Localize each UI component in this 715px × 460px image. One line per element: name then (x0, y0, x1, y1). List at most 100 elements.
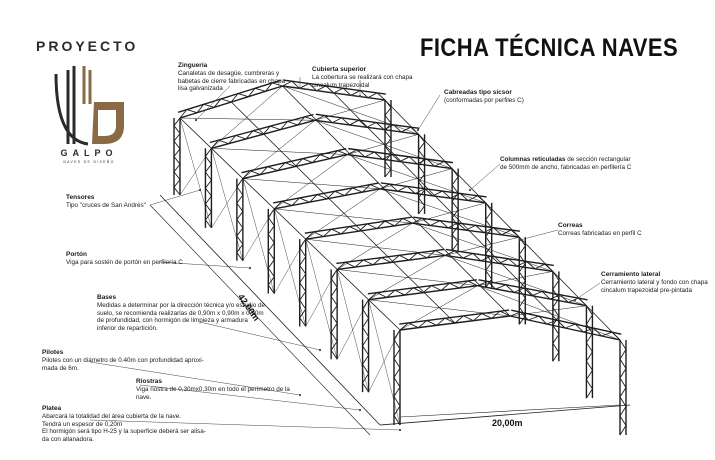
truss-web (220, 98, 232, 103)
truss-web (280, 121, 288, 130)
truss-web (299, 273, 307, 284)
truss-web (384, 145, 392, 155)
truss-web (362, 308, 369, 319)
truss-web (332, 117, 342, 124)
truss-web (467, 280, 478, 287)
truss-web (384, 169, 392, 178)
truss-web (205, 163, 212, 173)
truss-web (228, 135, 237, 144)
truss-web (518, 271, 526, 282)
truss-web (299, 247, 307, 257)
truss-web (376, 292, 387, 298)
truss-web (316, 85, 327, 92)
truss-chord (445, 248, 554, 267)
truss-web (376, 220, 386, 229)
truss-web (323, 228, 332, 237)
truss-web (454, 315, 464, 324)
truss-web (369, 184, 381, 190)
truss-web (552, 343, 560, 353)
truss-web (205, 195, 212, 205)
truss-web (331, 228, 342, 235)
truss-web (305, 231, 315, 240)
truss-web (330, 305, 338, 315)
wall-brace (336, 299, 369, 360)
truss-web (518, 315, 526, 325)
leader-dot (573, 298, 577, 302)
truss-web (619, 415, 627, 426)
portal-frame (204, 113, 426, 229)
truss-web (342, 87, 352, 96)
truss-web (586, 379, 593, 390)
truss-web (294, 158, 303, 167)
truss-web (483, 227, 494, 233)
truss-web (422, 285, 432, 294)
truss-web (619, 349, 627, 360)
floor-edge (379, 404, 631, 426)
truss-web (465, 224, 476, 231)
truss-web (485, 270, 493, 280)
leader-line (139, 384, 361, 411)
truss-web (552, 307, 560, 317)
truss-web (418, 165, 425, 175)
truss-chord (348, 147, 454, 164)
truss-web (406, 186, 416, 194)
truss-web (399, 254, 410, 261)
truss-web (384, 107, 392, 116)
truss-chord (336, 248, 445, 265)
truss-web (173, 179, 181, 188)
truss-web (272, 82, 283, 87)
truss-web (236, 211, 244, 220)
callout-platea: Platea Abarcará la totalidad del área cu… (42, 405, 206, 444)
wall-brace (179, 117, 212, 228)
truss-web (341, 226, 350, 235)
truss-web (552, 334, 560, 344)
truss-web (362, 373, 369, 384)
truss-web (404, 287, 414, 296)
truss-web (586, 351, 593, 362)
brand-name: GALPO (60, 148, 118, 158)
truss-web (247, 87, 256, 97)
truss-web (363, 259, 374, 266)
cross-brace (242, 120, 316, 179)
truss-web (402, 218, 413, 224)
truss-web (284, 162, 296, 167)
cross-brace (274, 208, 413, 224)
truss-web (485, 261, 493, 271)
truss-web (383, 124, 394, 131)
truss-web (450, 193, 461, 199)
truss-web (451, 217, 459, 227)
truss-web (291, 80, 300, 89)
truss-web (518, 263, 526, 273)
cross-brace (305, 188, 381, 240)
cross-brace (477, 271, 553, 286)
truss-web (382, 154, 393, 160)
truss-chord (304, 216, 412, 234)
brand-tagline: NAVES DE DISEÑO (63, 160, 115, 164)
dimension-line-width (399, 404, 621, 418)
truss-web (173, 171, 181, 180)
truss-web (523, 287, 533, 297)
truss-web (362, 336, 369, 347)
wall-brace (242, 178, 275, 294)
truss-web (205, 203, 212, 213)
truss-web (173, 187, 181, 196)
truss-web (299, 308, 307, 318)
cross-brace (477, 285, 621, 341)
truss-web (265, 82, 273, 92)
truss-web (308, 83, 317, 91)
truss-web (291, 197, 300, 206)
purlin-line (333, 92, 566, 329)
truss-web (451, 184, 459, 194)
leader-line (195, 85, 231, 121)
page-title: FICHA TÉCNICA NAVES (420, 34, 679, 62)
truss-web (213, 98, 222, 108)
truss-web (362, 184, 371, 193)
truss-web (352, 187, 363, 193)
truss-web (418, 141, 425, 151)
truss-web (451, 201, 459, 210)
truss-web (472, 253, 482, 262)
callout-cubierta: Cubierta superior La cobertura se realiz… (312, 66, 413, 89)
cross-brace (509, 305, 587, 317)
truss-web (435, 250, 446, 256)
